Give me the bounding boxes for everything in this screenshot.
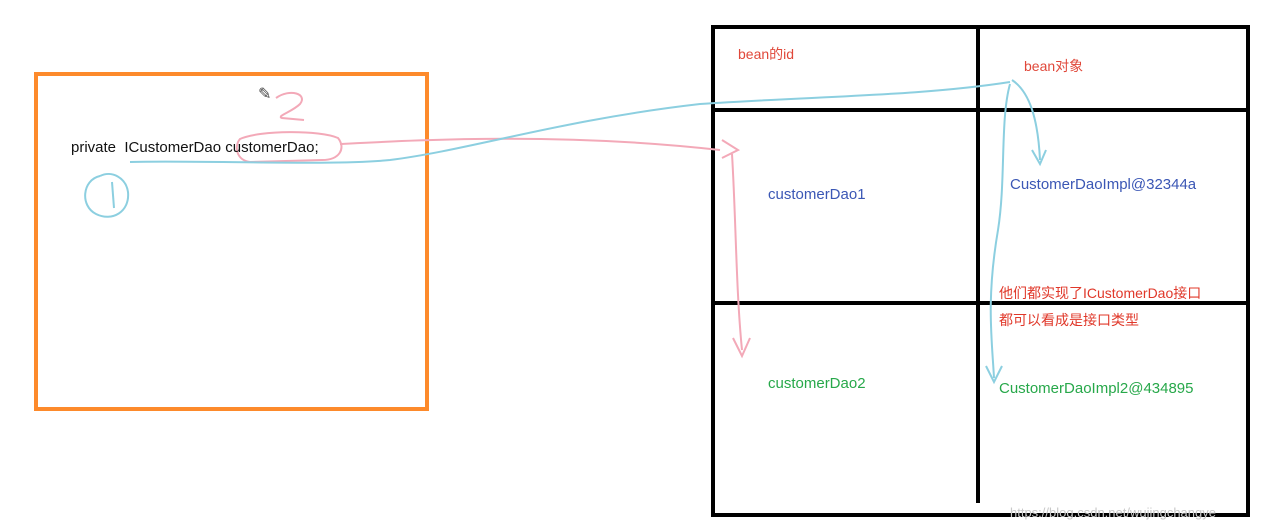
marker-1-scribble — [84, 173, 130, 218]
field-highlight — [235, 131, 343, 164]
row1-bean-object: CustomerDaoImpl@32344a — [1010, 176, 1197, 193]
code-line: private ICustomerDao customerDao; — [71, 139, 319, 157]
pink-arrow-to-ids — [339, 137, 721, 151]
blue-arrow-to-objects — [129, 81, 1011, 164]
watermark: https://blog.csdn.net/wujingchangye — [1010, 505, 1216, 520]
pink-arrowhead-1 — [721, 139, 741, 159]
blue-arrow-branch-2 — [989, 83, 1011, 379]
row1-bean-id: customerDao1 — [768, 186, 866, 203]
interface-note-line1: 他们都实现了ICustomerDao接口 — [999, 285, 1202, 301]
pencil-icon: ✎ — [258, 86, 272, 103]
interface-note-line2: 都可以看成是接口类型 — [999, 312, 1139, 328]
row2-bean-id: customerDao2 — [768, 375, 866, 392]
marker-2-scribble — [275, 91, 305, 121]
code-type-name: ICustomerDao — [124, 139, 222, 156]
row2-bean-object: CustomerDaoImpl2@434895 — [999, 380, 1194, 397]
code-box — [34, 72, 429, 411]
blue-arrowhead-1 — [1031, 149, 1047, 167]
code-keyword: private — [71, 139, 117, 156]
pink-arrow-down — [731, 153, 743, 351]
blue-arrowhead-2 — [985, 365, 1003, 385]
marker-1-stroke — [111, 181, 115, 209]
table-header-object: bean对象 — [1024, 58, 1084, 74]
bean-table-border — [711, 25, 1250, 517]
table-header-id: bean的id — [738, 46, 795, 62]
code-field-name: customerDao; — [225, 139, 319, 156]
blue-arrow-branch-1 — [1011, 79, 1041, 161]
pink-arrowhead-2 — [732, 337, 751, 359]
